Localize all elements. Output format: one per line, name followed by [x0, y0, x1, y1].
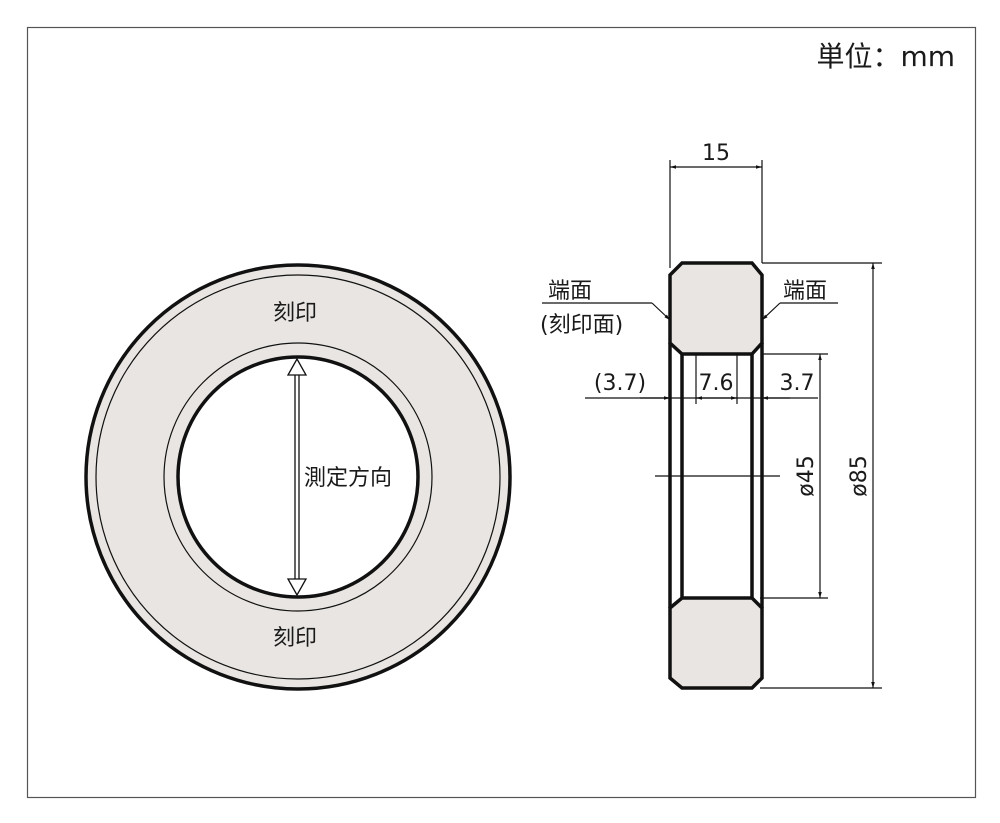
marking-label-top: 刻印: [273, 301, 317, 326]
dim-outer-diameter: ø85: [847, 455, 872, 496]
end-face-left-note: (刻印面): [540, 313, 623, 338]
frame-border: [26, 26, 977, 799]
measuring-direction-arrow: [286, 357, 308, 597]
end-face-right-label: 端面: [783, 279, 827, 304]
marking-label-bottom: 刻印: [273, 626, 317, 651]
dim-width: 15: [702, 141, 730, 166]
ring-section-view: 15 (3.7) 7.6 3.7 ø45 ø85 端面 (刻印面) 端面: [540, 141, 882, 690]
measuring-direction-label: 測定方向: [304, 466, 392, 491]
ring-front-view: 刻印 刻印 測定方向: [84, 263, 512, 691]
unit-label: 単位：mm: [816, 40, 955, 73]
end-face-left-label: 端面: [548, 279, 592, 304]
dim-inner-diameter: ø45: [794, 455, 819, 496]
dim-right-chamfer: 3.7: [780, 371, 815, 396]
dim-left-chamfer: (3.7): [594, 371, 646, 396]
dim-center: 7.6: [699, 371, 734, 396]
